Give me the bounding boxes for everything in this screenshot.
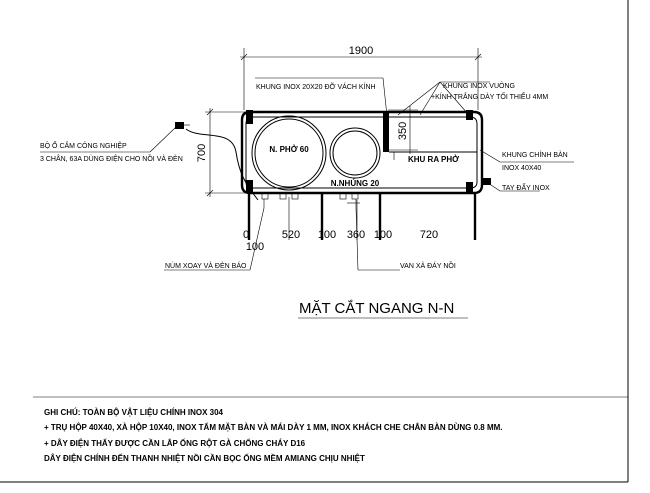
knobs-valves [261, 178, 491, 208]
note-line-1: GHI CHÚ: TOÀN BỘ VẬT LIỆU CHÍNH INOX 304 [44, 408, 224, 417]
legs [247, 193, 477, 240]
label-knob-light: NÚM XOAY VÀ ĐÈN BÁO [165, 261, 247, 270]
label-socket-1: BỘ Ổ CẮM CÔNG NGHIỆP [40, 141, 127, 150]
dim-700: 700 [196, 144, 208, 162]
sheet-border [0, 0, 629, 483]
dim-360: 360 [347, 229, 365, 241]
dim-100-right: 100 [374, 229, 392, 241]
post-right-top [466, 110, 473, 120]
label-table-frame-2: INOX 40X40 [502, 165, 541, 172]
label-socket-2: 3 CHÂN, 63A DÙNG ĐIỆN CHO NỒI VÀ ĐÈN [40, 153, 183, 163]
dim-350: 350 [397, 122, 409, 140]
pho-area-label: KHU RA PHỞ [408, 155, 459, 164]
label-square-frame: KHUNG INOX VUÔNG [443, 81, 515, 90]
dim-720: 720 [420, 229, 438, 241]
dim-bottom: 0 100 520 100 360 100 720 [243, 229, 438, 253]
notes: GHI CHÚ: TOÀN BỘ VẬT LIỆU CHÍNH INOX 304… [44, 408, 503, 463]
pot-nhung: N.NHÚNG 20 [329, 127, 381, 188]
dim-height: 700 [196, 108, 248, 197]
dim-0: 0 [243, 229, 249, 241]
socket-plug [175, 122, 259, 201]
note-line-2: + TRỤ HỘP 40X40, XÀ HỘP 10X40, INOX TẤM … [44, 422, 503, 432]
post-left-bottom [246, 180, 253, 192]
dim-inner: 350 [388, 106, 418, 154]
label-drain-valve: VAN XẢ ĐÁY NỒI [400, 260, 456, 270]
post-left-top [246, 110, 253, 124]
label-push-handle: TAY ĐẨY INOX [502, 183, 550, 192]
glass-frame-post [383, 112, 389, 152]
section-title: MẶT CẮT NGANG N-N [299, 299, 454, 317]
pot-pho: N. PHỞ 60 [251, 115, 327, 191]
label-glass-frame: KHUNG INOX 20X20 ĐỠ VÁCH KÍNH [256, 82, 376, 91]
pot-nhung-label: N.NHÚNG 20 [331, 179, 380, 188]
dim-520: 520 [282, 229, 300, 241]
dim-100-mid: 100 [318, 229, 336, 241]
dim-1900: 1900 [349, 45, 373, 57]
note-line-4: DÂY ĐIỆN CHÍNH ĐẾN THANH NHIỆT NỒI CẦN B… [44, 453, 365, 463]
note-line-3: + DÂY ĐIỆN THẤY ĐƯỢC CẦN LẮP ỐNG RỘT GÀ … [44, 438, 306, 448]
label-glass: +KÍNH TRẮNG DÀY TỐI THIỂU 4MM [431, 91, 548, 101]
label-table-frame-1: KHUNG CHÍNH BÀN [502, 150, 568, 159]
push-handle-mark [482, 178, 491, 185]
pot-pho-label: N. PHỞ 60 [269, 145, 309, 154]
dim-total-width: 1900 [240, 45, 482, 110]
leader-lines [40, 77, 574, 271]
post-right-bottom [466, 182, 473, 192]
